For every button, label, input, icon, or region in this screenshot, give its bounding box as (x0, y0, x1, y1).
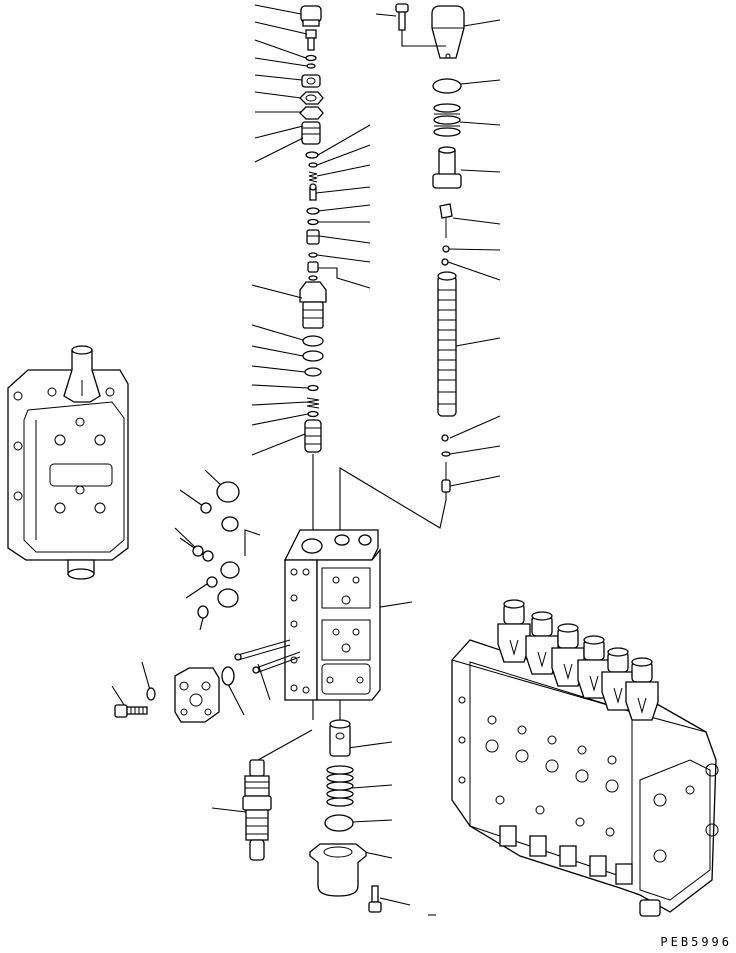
lower-cover (310, 844, 366, 896)
sleeve (300, 107, 323, 119)
section-body-view (8, 346, 128, 579)
spring-b (307, 398, 319, 408)
o-ring-b (309, 163, 317, 167)
spool-cap-1 (498, 600, 530, 662)
backup-ring-b (303, 351, 323, 361)
poppet-spring (309, 172, 317, 182)
o-ring-small-4 (207, 577, 217, 587)
main-spool (438, 272, 456, 416)
lower-bolt (369, 886, 381, 912)
o-ring-f (303, 336, 323, 346)
cap-nut (301, 6, 321, 26)
flange-washer (147, 688, 155, 700)
right-spool-stack (340, 4, 464, 535)
lower-spring (327, 766, 353, 806)
small-ball (443, 246, 449, 252)
o-ring-large-4 (218, 589, 238, 607)
pin (310, 184, 316, 200)
o-ring-d (309, 253, 317, 257)
spool-cap-3 (552, 624, 584, 686)
spool-o-ring (433, 79, 461, 93)
o-ring-small-3 (203, 551, 213, 561)
seat (308, 262, 318, 272)
relief-valve-cartridge (243, 760, 271, 860)
small-o-ring (307, 64, 315, 68)
drawing-code: PEB5996 (660, 935, 732, 949)
leader-lines (112, 5, 500, 915)
o-ring-g (305, 368, 321, 376)
lower-plug (330, 720, 350, 756)
spool-cap (432, 6, 464, 58)
flange-bolt (115, 705, 147, 717)
o-ring-set (193, 482, 239, 630)
check-valve-poppet (305, 420, 321, 452)
o-ring-large-2 (222, 517, 238, 531)
stopper-pin (440, 204, 452, 238)
section-bottom-plug (68, 560, 94, 579)
bottom-plugs (500, 826, 660, 916)
lower-o-ring (325, 815, 353, 831)
end-flange (175, 668, 219, 722)
o-ring-large-1 (217, 482, 239, 502)
lock-nut (302, 75, 320, 87)
lower-stack (310, 700, 381, 912)
o-ring-small-5 (198, 606, 208, 618)
spool-cap-6 (626, 658, 658, 720)
o-ring-large-3 (221, 562, 239, 578)
relief-valve-body (300, 282, 326, 328)
o-ring-small-2 (193, 546, 203, 556)
left-upper-valve-stack (300, 6, 326, 540)
cap-bolt (396, 4, 408, 30)
section-cap (64, 346, 100, 402)
spool-ball (442, 435, 448, 441)
o-ring-small-1 (201, 503, 211, 513)
pins (222, 640, 300, 685)
small-ball-b (442, 259, 448, 265)
spool-cap-2 (526, 612, 558, 674)
o-ring-i (308, 412, 318, 417)
o-ring-c (308, 220, 318, 225)
spool-end-pin (442, 462, 450, 492)
valve-section (285, 530, 380, 700)
spool-ring (442, 452, 450, 456)
spring-retainer (433, 147, 461, 188)
small-washer (306, 56, 316, 61)
spool-spring (434, 104, 460, 136)
hex-nut (300, 92, 323, 104)
small-o-ring-pin (222, 667, 234, 685)
backup-ring (307, 208, 319, 214)
adjust-screw (307, 230, 319, 244)
small-bolt (306, 30, 316, 50)
o-ring-h (308, 386, 318, 391)
main-valve-assembly (452, 600, 718, 916)
o-ring-e (309, 276, 317, 280)
o-ring-a (306, 152, 318, 158)
plug-body (302, 122, 320, 144)
